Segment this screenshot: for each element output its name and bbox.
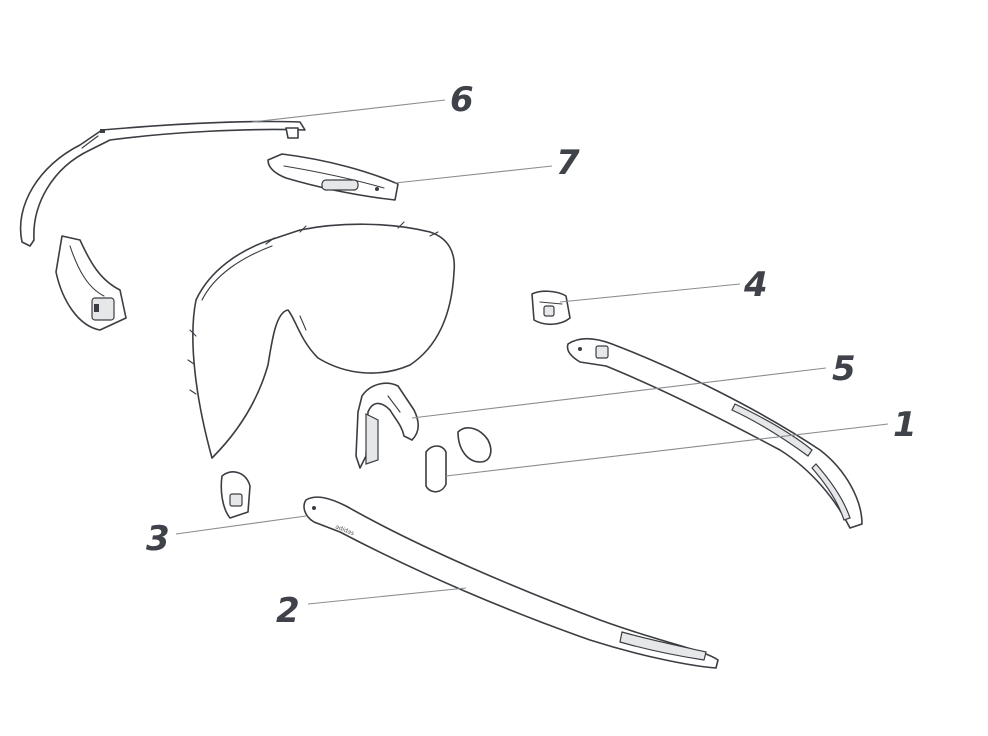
callout-7: 7 (556, 143, 580, 183)
leader-line-4 (559, 283, 741, 303)
left-hinge-block (55, 235, 127, 331)
callout-1: 1 (893, 405, 917, 445)
nose-pad-part (425, 427, 492, 493)
right-temple-part (566, 337, 863, 529)
leader-line-2 (307, 587, 467, 605)
nose-bridge-part (355, 382, 420, 469)
brow-bar-part (19, 120, 306, 247)
left-temple-part: adidas (303, 496, 719, 669)
small-clip-part (531, 290, 571, 326)
callout-4: 4 (743, 265, 768, 305)
leader-line-3 (175, 515, 307, 535)
callout-3: 3 (146, 519, 170, 559)
callout-5: 5 (832, 349, 856, 389)
lens-tab-part (220, 471, 251, 519)
leader-line-5 (411, 367, 827, 419)
callout-6: 6 (450, 80, 474, 120)
leader-line-6 (251, 99, 446, 123)
top-clip-part (267, 153, 399, 201)
leader-line-1 (445, 423, 889, 477)
callout-2: 2 (276, 591, 300, 631)
shield-lens-part (187, 221, 456, 459)
leader-line-7 (394, 165, 553, 184)
